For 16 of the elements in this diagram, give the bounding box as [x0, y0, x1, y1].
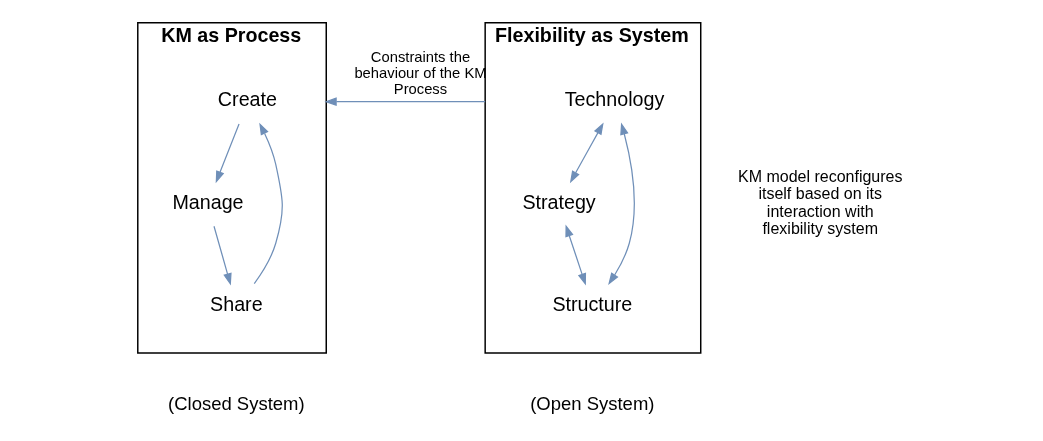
arrow — [253, 122, 283, 285]
label: KM model reconfigures itself based on its interaction with flexibility system — [737, 168, 903, 237]
node-text: Create — [217, 88, 277, 111]
node-text: Share — [210, 292, 263, 315]
arrow — [608, 122, 635, 285]
node-label: (Closed System) — [168, 393, 305, 415]
arrow — [569, 122, 604, 184]
arrow — [565, 224, 587, 286]
arrow — [324, 97, 486, 106]
node-text: Manage — [172, 190, 244, 213]
node-text: Structure — [552, 292, 633, 315]
arrow — [215, 123, 240, 184]
node-text: Technology — [564, 88, 665, 111]
node-text: Strategy — [522, 190, 596, 213]
node-label: (Open System) — [530, 393, 655, 415]
arrow — [213, 225, 232, 286]
